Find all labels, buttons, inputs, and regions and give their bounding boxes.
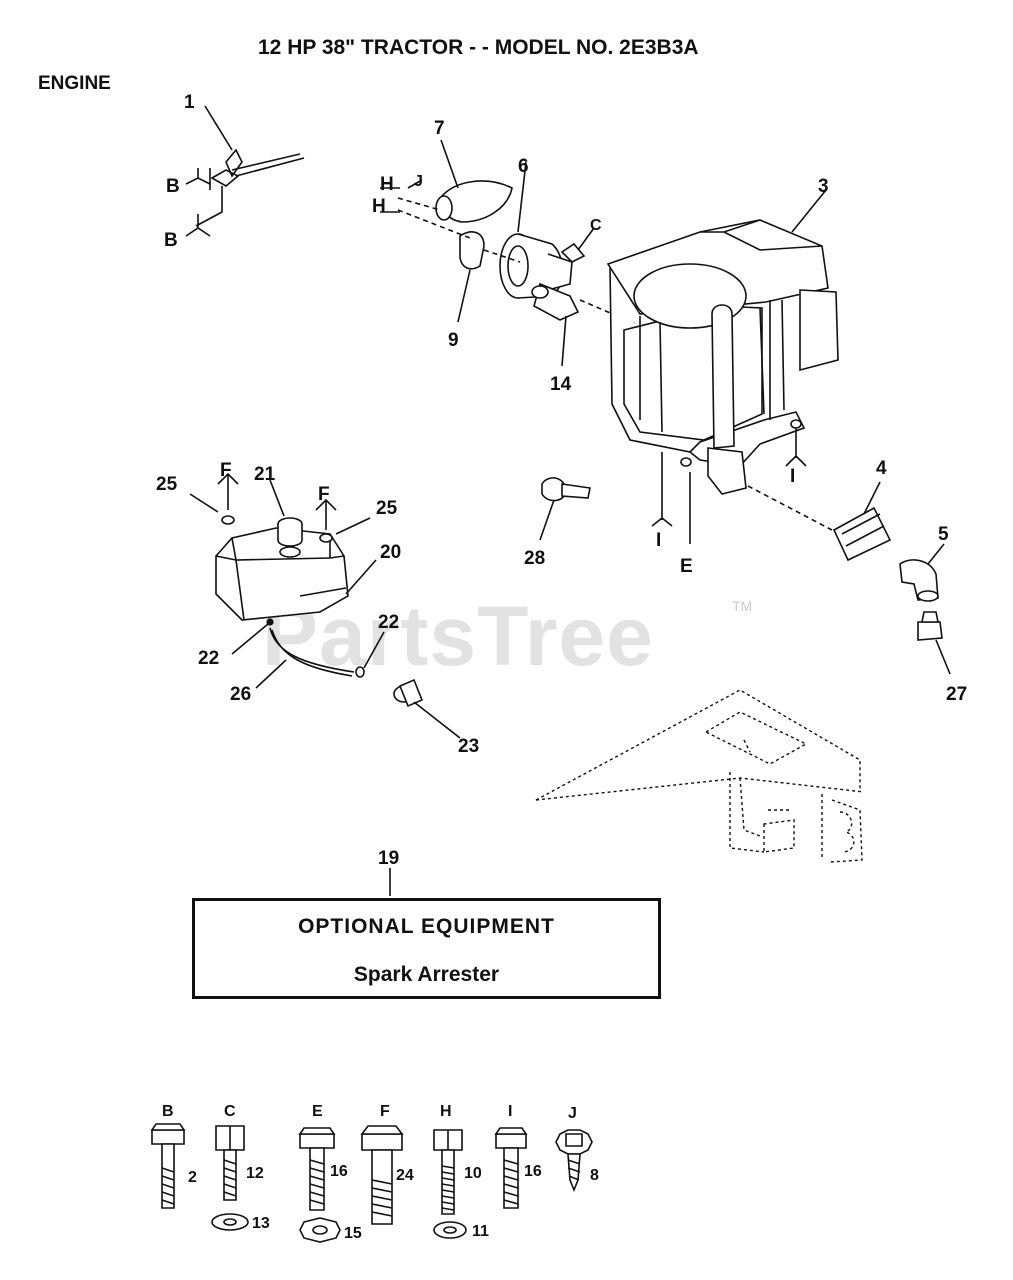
callout-19: 19 bbox=[378, 848, 399, 869]
watermark-trademark: TM bbox=[732, 598, 753, 614]
hardware-h-letter: H bbox=[440, 1103, 452, 1120]
callout-7: 7 bbox=[434, 118, 445, 139]
ref-lines-i-e bbox=[651, 428, 807, 544]
callout-22-right: 22 bbox=[378, 612, 399, 633]
callout-28: 28 bbox=[524, 548, 545, 569]
part-21-fuel-cap bbox=[269, 479, 303, 558]
callout-6: 6 bbox=[518, 156, 529, 177]
callout-25-right: 25 bbox=[376, 498, 398, 519]
hardware-c-washer-number: 13 bbox=[252, 1215, 270, 1232]
hardware-i-letter: I bbox=[508, 1103, 512, 1120]
ref-h-upper: H bbox=[380, 174, 394, 195]
part-4-muffler-pipe bbox=[747, 481, 892, 562]
ref-b-upper: B bbox=[166, 176, 180, 197]
washer-h-icon bbox=[433, 1221, 467, 1239]
part-28-clamp bbox=[539, 477, 591, 541]
callout-25-left: 25 bbox=[156, 474, 178, 495]
bolt-c-icon bbox=[215, 1125, 245, 1201]
hardware-b-bolt-number: 2 bbox=[188, 1169, 197, 1186]
callout-27: 27 bbox=[946, 684, 967, 705]
screw-j-icon bbox=[555, 1129, 593, 1193]
ref-lines-b bbox=[185, 168, 211, 237]
ref-f-right: F bbox=[318, 484, 330, 505]
hardware-f-bolt-number: 24 bbox=[396, 1167, 414, 1184]
optional-equipment-box: OPTIONAL EQUIPMENT Spark Arrester bbox=[192, 898, 661, 999]
washer-c-icon bbox=[211, 1213, 249, 1231]
hardware-j-bolt-number: 8 bbox=[590, 1167, 599, 1184]
hardware-b-letter: B bbox=[162, 1103, 174, 1120]
part-3-engine bbox=[606, 189, 839, 495]
callout-14: 14 bbox=[550, 374, 572, 395]
ref-b-lower: B bbox=[164, 230, 178, 251]
part-1-cable-bracket bbox=[195, 105, 305, 227]
callout-20: 20 bbox=[380, 542, 401, 563]
part-5-elbow bbox=[899, 543, 945, 602]
part-26-fuel-line bbox=[231, 618, 385, 689]
callout-23: 23 bbox=[458, 736, 479, 757]
part-6-air-cleaner bbox=[499, 161, 573, 299]
optional-equipment-title: OPTIONAL EQUIPMENT bbox=[298, 915, 555, 938]
bolt-i-icon bbox=[494, 1127, 528, 1209]
callout-26: 26 bbox=[230, 684, 251, 705]
hardware-j-letter: J bbox=[568, 1105, 577, 1122]
bolt-f-icon bbox=[360, 1125, 404, 1225]
part-27-fitting bbox=[917, 611, 951, 675]
section-label: ENGINE bbox=[38, 73, 111, 94]
callout-numbers: 1 3 4 5 6 7 9 14 20 21 22 22 23 25 25 26… bbox=[156, 92, 967, 869]
bolt-b-icon bbox=[150, 1123, 186, 1209]
callout-1: 1 bbox=[184, 92, 195, 113]
optional-equipment-item: Spark Arrester bbox=[353, 963, 500, 986]
washer-e-icon bbox=[299, 1217, 341, 1243]
hardware-e-letter: E bbox=[312, 1103, 323, 1120]
part-20-fuel-tank bbox=[215, 527, 377, 621]
callout-9: 9 bbox=[448, 330, 459, 351]
hardware-e-washer-number: 15 bbox=[344, 1225, 362, 1242]
page-title: 12 HP 38" TRACTOR - - MODEL NO. 2E3B3A bbox=[258, 36, 699, 59]
tractor-frame-outline bbox=[535, 689, 865, 863]
part-23-fuel-filter bbox=[393, 678, 461, 739]
ref-i-left: I bbox=[656, 530, 661, 551]
callout-21: 21 bbox=[254, 464, 276, 485]
hardware-e-bolt-number: 16 bbox=[330, 1163, 348, 1180]
hardware-h-washer-number: 11 bbox=[472, 1223, 489, 1240]
part-14-adapter bbox=[531, 282, 580, 367]
hardware-f-letter: F bbox=[380, 1103, 390, 1120]
part-7-clamp bbox=[435, 139, 513, 223]
hardware-i-bolt-number: 16 bbox=[524, 1163, 542, 1180]
ref-c: C bbox=[590, 217, 602, 234]
intake-assembly-lines bbox=[380, 179, 637, 325]
part-25-washers bbox=[189, 472, 371, 543]
ref-line-c bbox=[560, 227, 595, 263]
ref-e: E bbox=[680, 556, 693, 577]
callout-3: 3 bbox=[818, 176, 829, 197]
part-9-clamp bbox=[457, 231, 485, 323]
callout-4: 4 bbox=[876, 458, 887, 479]
reference-letters: B B H H J C I I E F F bbox=[164, 173, 795, 577]
bolt-e-icon bbox=[298, 1127, 336, 1211]
bolt-h-icon bbox=[433, 1129, 463, 1215]
callout-22-left: 22 bbox=[198, 648, 219, 669]
hardware-h-bolt-number: 10 bbox=[464, 1165, 482, 1182]
hardware-legend: B 2 C 12 13 E bbox=[150, 1103, 599, 1243]
ref-i-right: I bbox=[790, 466, 795, 487]
callout-5: 5 bbox=[938, 524, 949, 545]
hardware-c-bolt-number: 12 bbox=[246, 1165, 264, 1182]
ref-h-lower: H bbox=[372, 196, 386, 217]
ref-f-left: F bbox=[220, 460, 232, 481]
hardware-c-letter: C bbox=[224, 1103, 236, 1120]
ref-j: J bbox=[414, 173, 423, 190]
